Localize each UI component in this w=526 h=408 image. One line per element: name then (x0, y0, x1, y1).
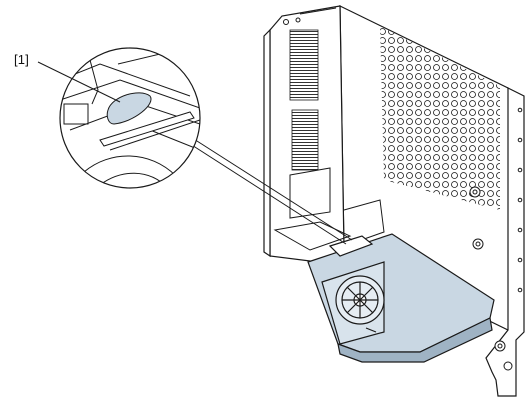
detail-leader-line (183, 139, 347, 245)
mounting-flange (485, 87, 525, 397)
hex-vent-grid (380, 26, 500, 210)
slot-vent-1 (289, 29, 319, 101)
detail-magnifier (59, 47, 201, 189)
callout-label-1: [1] (14, 52, 30, 67)
screw-holes (283, 17, 523, 371)
callout-leader-line (37, 61, 121, 103)
fan-module (307, 233, 495, 363)
slot-vent-2 (291, 109, 319, 171)
